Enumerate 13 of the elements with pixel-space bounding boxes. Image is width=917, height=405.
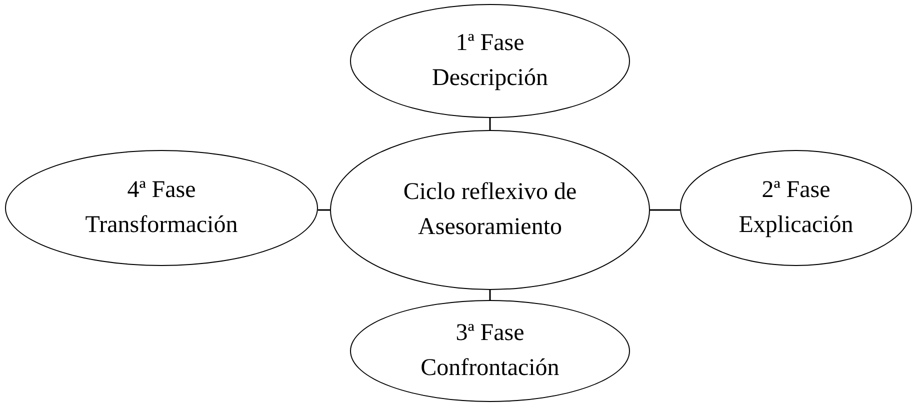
connector-line	[489, 118, 491, 130]
node-text: Ciclo reflexivo de Asesoramiento	[402, 178, 578, 242]
node-text: Explicación	[738, 211, 854, 240]
node-text: 3ª Fase	[456, 319, 524, 348]
node-text: Transformación	[85, 211, 238, 240]
node-text: Descripción	[432, 64, 548, 93]
node-text: 1ª Fase	[456, 29, 524, 58]
node-text: 4ª Fase	[127, 176, 196, 206]
connector-line	[489, 290, 491, 300]
node-text: Confrontación	[420, 354, 560, 383]
connector-line	[318, 209, 330, 211]
node-text: 2ª Fase	[762, 176, 830, 206]
connector-line	[650, 209, 680, 211]
